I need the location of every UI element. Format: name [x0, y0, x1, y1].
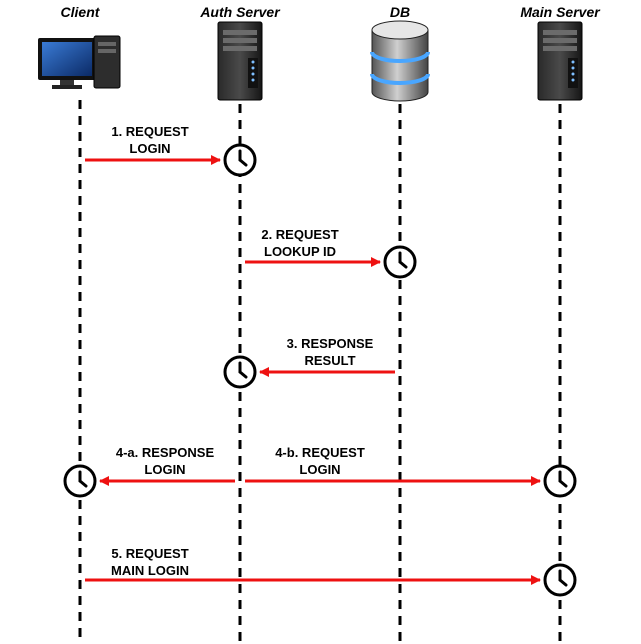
desktop-computer-icon [38, 35, 121, 89]
actor-label-db: DB [390, 4, 410, 20]
clock-icon [63, 464, 97, 498]
message-1-line2: LOGIN [129, 141, 170, 156]
message-5-line1: 5. REQUEST [111, 546, 188, 561]
actor-label-main-server: Main Server [520, 4, 601, 20]
database-icon [370, 20, 430, 102]
message-3-line2: RESULT [304, 353, 355, 368]
clock-icon [383, 245, 417, 279]
message-4a-line2: LOGIN [144, 462, 185, 477]
message-4b-line2: LOGIN [299, 462, 340, 477]
clock-icon [223, 143, 257, 177]
message-5-line2: MAIN LOGIN [111, 563, 189, 578]
message-4b-line1: 4-b. REQUEST [275, 445, 365, 460]
message-4a-line1: 4-a. RESPONSE [116, 445, 215, 460]
message-2-line1: 2. REQUEST [261, 227, 338, 242]
message-2-line2: LOOKUP ID [264, 244, 336, 259]
clock-icon [543, 563, 577, 597]
clock-icon [223, 355, 257, 389]
message-3-line1: 3. RESPONSE [287, 336, 374, 351]
clock-icon [543, 464, 577, 498]
actor-label-client: Client [61, 4, 101, 20]
server-tower-icon [537, 21, 583, 101]
message-1-line1: 1. REQUEST [111, 124, 188, 139]
server-tower-icon [217, 21, 263, 101]
actor-label-auth-server: Auth Server [199, 4, 281, 20]
